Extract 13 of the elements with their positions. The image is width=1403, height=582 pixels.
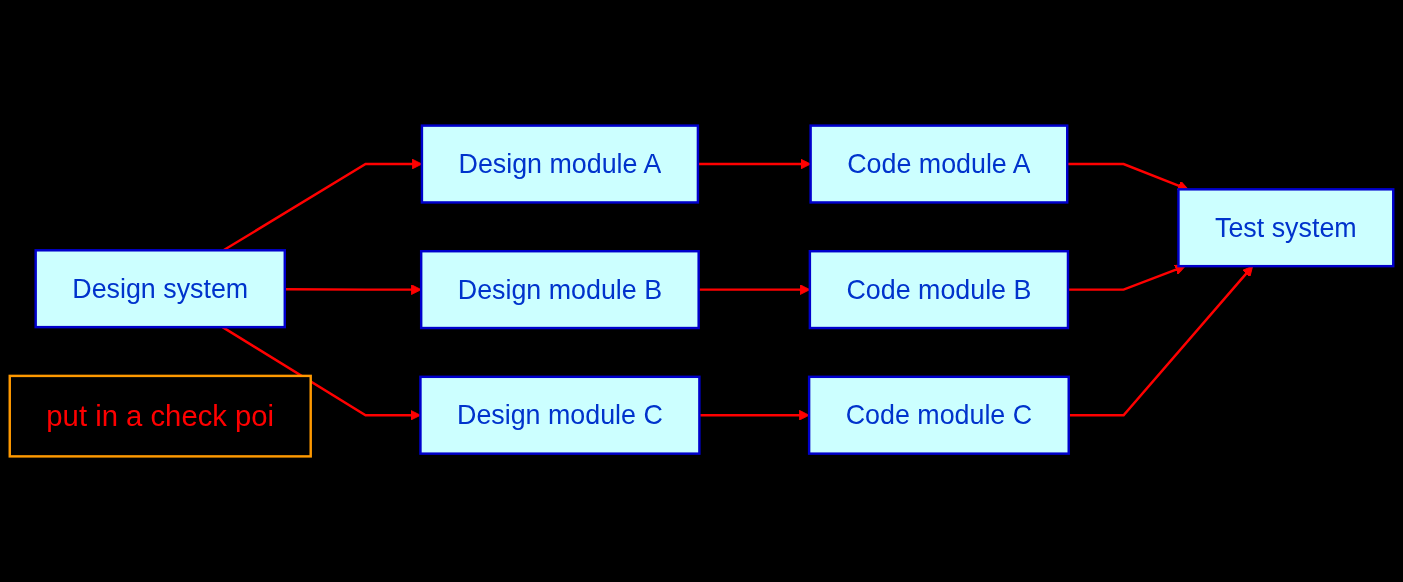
- node-box: Design module A: [420, 124, 700, 204]
- node-box: Design module B: [419, 250, 700, 330]
- node-box: Code module C: [807, 375, 1070, 455]
- arrow: [284, 284, 422, 295]
- node-box: put in a check poi: [8, 374, 312, 458]
- node-box: Test system: [1177, 188, 1395, 268]
- arrow: [699, 409, 810, 421]
- arrow: [1067, 264, 1186, 291]
- node-box: Design module C: [419, 375, 701, 455]
- node-box: Code module A: [809, 124, 1069, 204]
- node-box: Design system: [34, 249, 286, 329]
- node-box: Code module B: [808, 250, 1070, 330]
- arrow: [1068, 265, 1254, 417]
